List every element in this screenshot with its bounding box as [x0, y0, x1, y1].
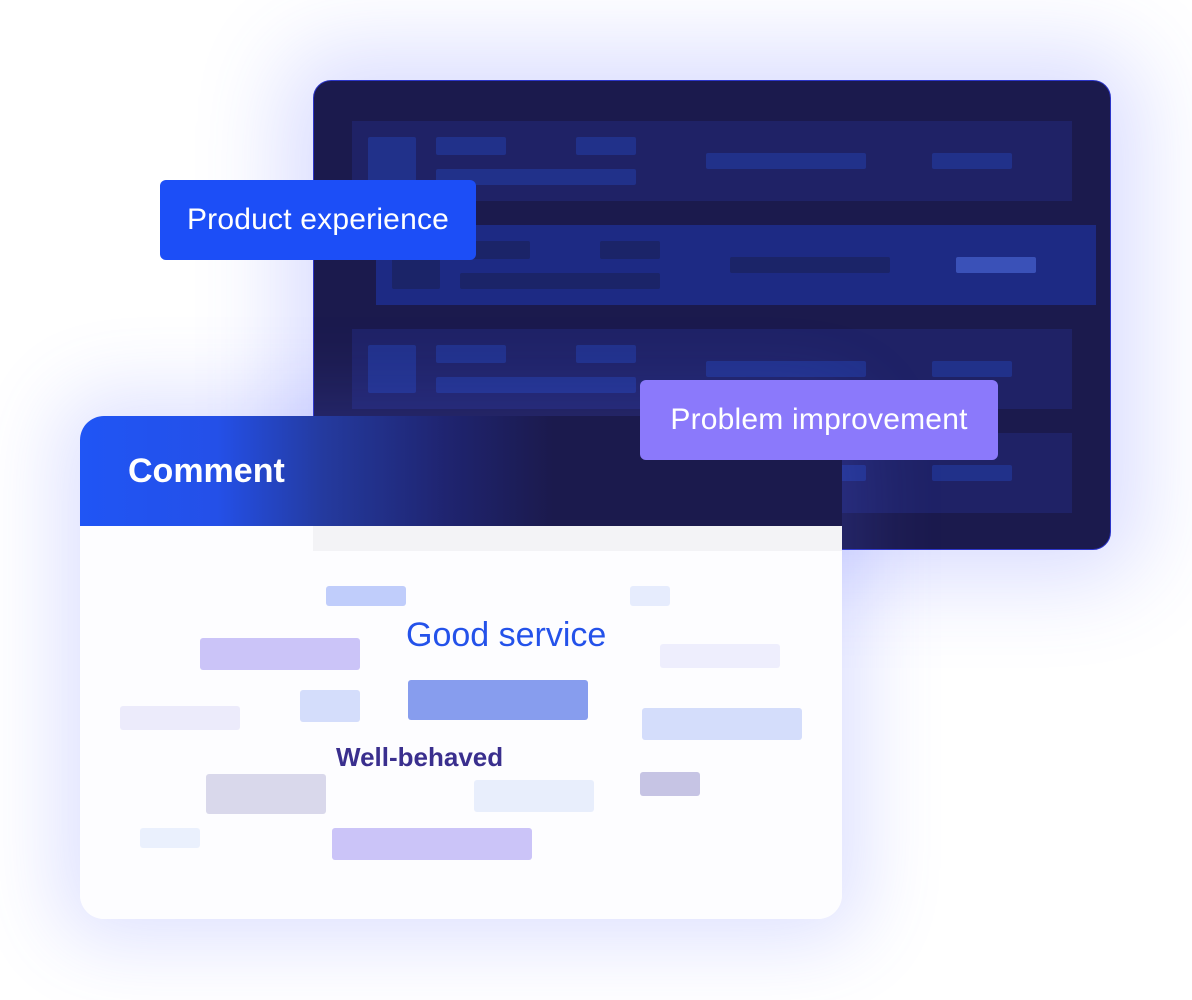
- text-placeholder: [576, 137, 636, 155]
- word-placeholder: [640, 772, 700, 796]
- text-placeholder: [436, 169, 636, 185]
- word-placeholder: [300, 690, 360, 722]
- text-placeholder: [576, 345, 636, 363]
- panel-overlap: [313, 526, 842, 551]
- comment-title: Comment: [128, 452, 285, 490]
- text-placeholder: [460, 273, 660, 289]
- text-placeholder: [706, 153, 866, 169]
- text-placeholder: [706, 361, 866, 377]
- word-placeholder: [332, 828, 532, 860]
- word-placeholder: [642, 708, 802, 740]
- word-placeholder: [200, 638, 360, 670]
- tag-problem-improvement[interactable]: Problem improvement: [640, 380, 998, 460]
- word-placeholder: [660, 644, 780, 668]
- text-placeholder: [436, 377, 636, 393]
- avatar-placeholder: [368, 345, 416, 393]
- status-placeholder: [956, 257, 1036, 273]
- word-placeholder: [326, 586, 406, 606]
- word-placeholder: [120, 706, 240, 730]
- word-placeholder: [206, 774, 326, 814]
- word-placeholder: [474, 780, 594, 812]
- keyword-good-service: Good service: [406, 616, 607, 654]
- text-placeholder: [600, 241, 660, 259]
- table-row-selected[interactable]: [376, 225, 1096, 305]
- comment-card: Comment Good service Well-behaved: [80, 416, 842, 919]
- text-placeholder: [436, 137, 506, 155]
- text-placeholder: [730, 257, 890, 273]
- keyword-well-behaved: Well-behaved: [336, 742, 504, 772]
- tag-product-experience[interactable]: Product experience: [160, 180, 476, 260]
- status-placeholder: [932, 361, 1012, 377]
- word-cloud: [80, 526, 842, 919]
- avatar-placeholder: [368, 137, 416, 185]
- status-placeholder: [932, 153, 1012, 169]
- text-placeholder: [436, 345, 506, 363]
- status-placeholder: [932, 465, 1012, 481]
- word-placeholder: [630, 586, 670, 606]
- text-placeholder: [460, 241, 530, 259]
- word-placeholder: [408, 680, 588, 720]
- word-placeholder: [140, 828, 200, 848]
